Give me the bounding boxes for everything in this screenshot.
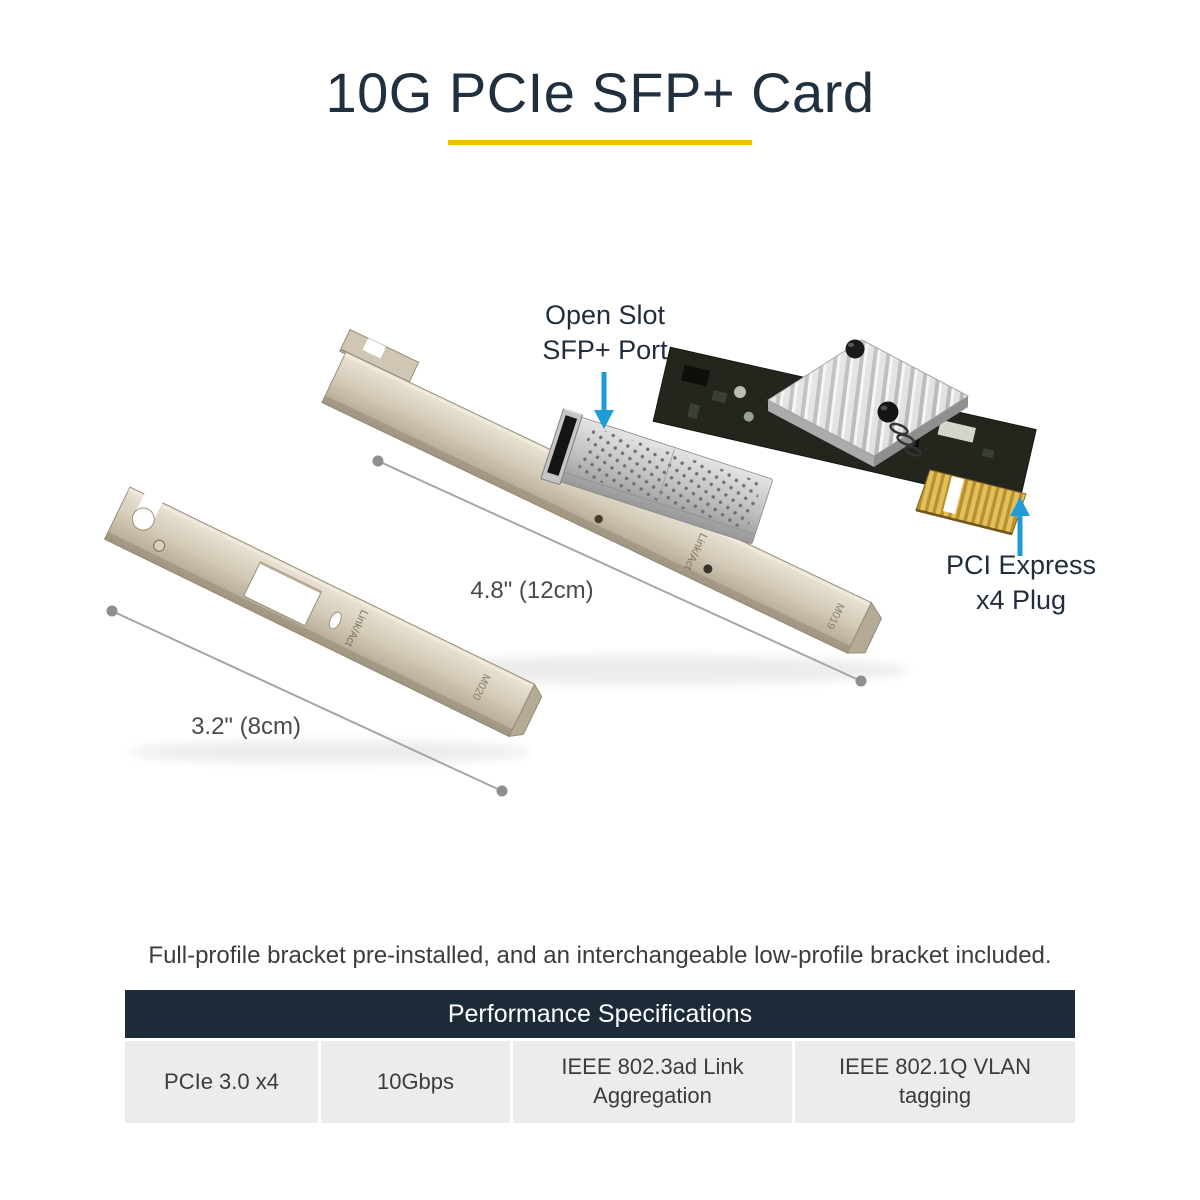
caption-text: Full-profile bracket pre-installed, and … [148,942,1052,969]
annotation-sfp-port-line2: SFP+ Port [542,335,668,366]
annotation-sfp-port-line1: Open Slot [544,300,666,330]
page-title: 10G PCIe SFP+ Card [325,61,875,124]
spec-table: Performance Specifications PCIe 3.0 x4 1… [125,990,1075,1123]
annotation-pcie-plug-line2: x4 Plug [975,585,1067,616]
dimension-line-bracket [106,605,508,797]
title-underline [448,140,752,145]
spec-cell-vlan: IEEE 802.1Q VLAN tagging [795,1041,1075,1123]
spec-cell-link-aggregation: IEEE 802.3ad Link Aggregation [513,1041,792,1123]
spec-cell-pcie: PCIe 3.0 x4 [125,1041,318,1123]
heatsink [767,339,969,467]
spec-cell-speed: 10Gbps [321,1041,510,1123]
annotation-pcie-plug-line1: PCI Express [945,550,1097,580]
sfp-port-arrow-icon [594,372,614,429]
spec-table-header: Performance Specifications [125,990,1075,1038]
full-profile-bracket: Link/Act M019 [321,328,883,654]
low-profile-bracket: Link/Act M020 [103,486,543,738]
sfp-port-opening [547,415,578,476]
push-pin-icon [845,339,922,457]
annotation-sfp-port: Open Slot SFP+ Port [542,298,667,368]
dimension-line-card [372,455,867,687]
sfp-cage [540,407,773,544]
card-length-label: 4.8" (12cm) [470,577,594,604]
pcie-plug-arrow-icon [1010,497,1030,556]
pcie-edge-connector [915,469,1027,536]
annotation-pcie-plug: PCI Express x4 Plug [946,548,1096,618]
spec-table-body: PCIe 3.0 x4 10Gbps IEEE 802.3ad Link Agg… [125,1041,1075,1123]
bracket-length-label: 3.2" (8cm) [191,713,301,740]
